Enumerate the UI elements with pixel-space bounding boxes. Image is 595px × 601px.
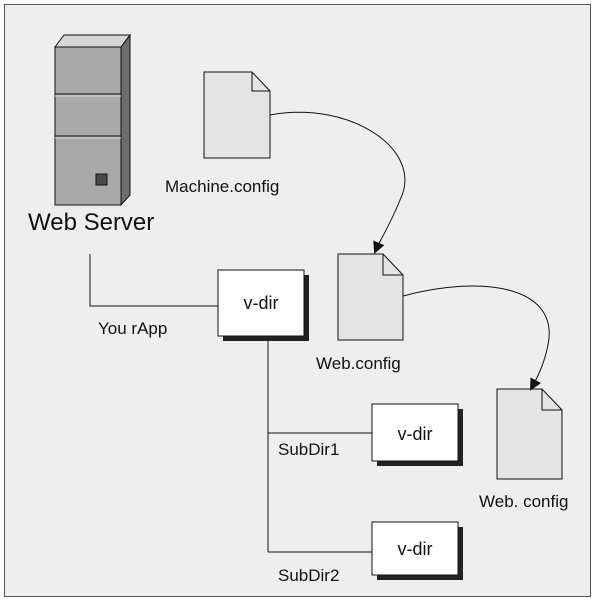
machine-config-label: Machine.config (165, 177, 279, 196)
web-server-icon (54, 33, 131, 207)
web-config-app-label: Web.config (316, 354, 401, 373)
app-label: You rApp (98, 319, 167, 338)
vdir-box-app: v-dir (217, 269, 309, 341)
subdir2-label: SubDir2 (278, 566, 339, 585)
web-to-subdir-config-arrow (402, 285, 550, 391)
diagram-frame (4, 4, 591, 597)
web-config-subdir-label: Web. config (479, 492, 568, 511)
server-to-vdir-connector (89, 254, 218, 307)
web-server-label: Web Server (28, 209, 154, 236)
web-config-file-icon-app (337, 253, 404, 341)
vdir-subdir2-label: v-dir (398, 539, 433, 559)
web-config-file-icon-subdir (496, 388, 563, 480)
machine-config-file-icon (203, 71, 271, 159)
machine-to-web-config-arrow (269, 111, 406, 254)
vdir-app-label: v-dir (244, 293, 279, 313)
power-button-icon (95, 173, 108, 186)
vdir-box-subdir2: v-dir (371, 521, 463, 580)
vdir-box-subdir1: v-dir (371, 403, 463, 466)
vdir-subdir1-label: v-dir (398, 424, 433, 444)
subdir1-label: SubDir1 (278, 440, 339, 459)
